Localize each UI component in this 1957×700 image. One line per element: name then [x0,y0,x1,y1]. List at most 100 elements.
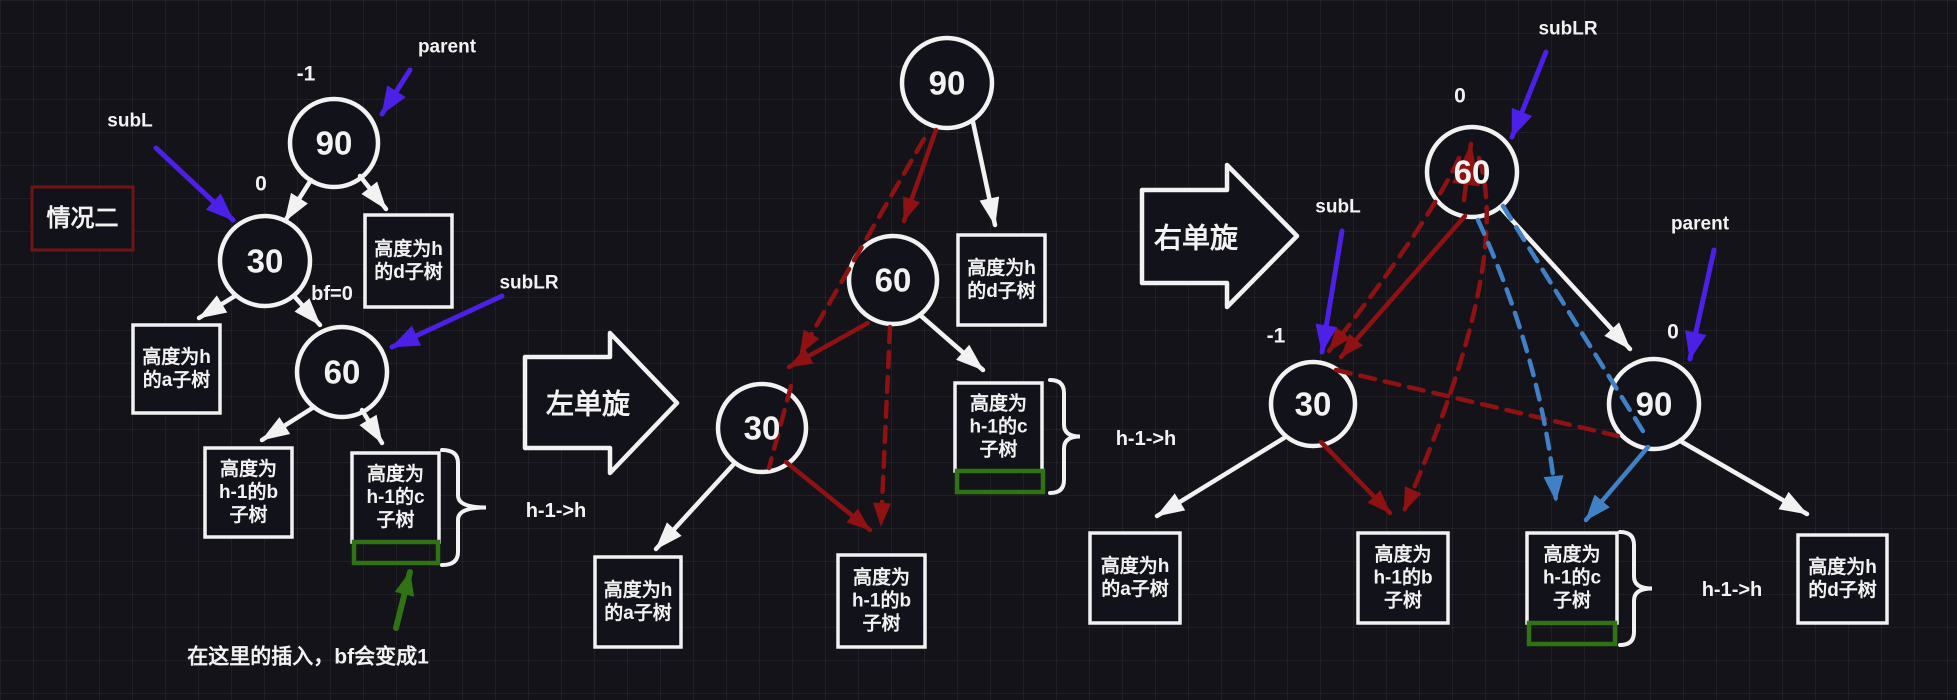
bf-label-right-30: -1 [1267,325,1286,348]
subtree-middle-a-text: 高度为h [604,578,673,601]
edge-left-30-60 [291,293,323,328]
subtree-middle-b [836,553,927,649]
edge-left-90-30 [282,177,314,224]
pointer-right-30-b [1318,439,1393,516]
arrow-insert-green [393,569,415,631]
brace-left [440,448,487,567]
edge-right-90-d [1679,439,1810,517]
subtree-left-b-text: h-1的b [219,480,278,503]
subtree-right-d-text: 高度为h [1808,555,1877,578]
node-left-60-value: 60 [324,354,361,391]
subtree-left-d-text: 高度为h [374,237,443,260]
subtree-left-a-text: 高度为h [142,345,211,368]
subtree-middle-a [593,555,683,649]
subtree-middle-d-text: 高度为h [967,256,1036,279]
arrow-subl-left [153,145,236,223]
parent-label-left: parent [418,37,477,58]
edge-left-60-c [359,407,385,446]
pointer-middle-60-30 [786,320,871,370]
rotate-left-arrow-label: 左单旋 [546,389,630,420]
node-middle-90-value: 90 [929,65,966,102]
subtree-left-c-text: 子树 [376,508,414,531]
pointer-right-rise-60-dashed [1452,141,1480,203]
bf-label-left-90: -1 [297,63,316,86]
parent-label-right: parent [1671,214,1730,235]
height-change-label-right: h-1->h [1702,579,1763,601]
pointer-right-90-c [1583,444,1651,523]
subtree-right-b-text: 子树 [1384,589,1422,612]
bf-label-right-90: 0 [1667,321,1679,344]
pointer-right-60-90-dashed [1500,203,1649,439]
subtree-left-c-text: 高度为 [367,462,424,485]
node-right-90-value: 90 [1636,386,1673,423]
rotate-right-arrow [1139,162,1300,310]
arrow-sublr-left [389,293,505,350]
subtree-left-b-text: 高度为 [220,457,277,480]
subtree-middle-d [956,233,1047,327]
subtree-left-d-text: 的d子树 [374,260,443,283]
subtree-right-d-text: 的d子树 [1808,578,1877,601]
subl-label-right: subL [1315,197,1361,218]
subtree-right-c-text: 子树 [1553,589,1591,612]
subtree-right-b-text: h-1的b [1373,566,1432,589]
subtree-middle-c [953,381,1044,473]
node-right-30-value: 30 [1295,386,1332,423]
subtree-middle-b-text: 子树 [862,612,900,635]
case-label-box [30,185,135,252]
node-left-90 [287,96,381,190]
subtree-left-b [203,446,294,539]
subtree-right-a [1088,531,1182,625]
node-middle-30-value: 30 [744,410,781,447]
pointer-right-60-c-dashed [1475,217,1564,504]
node-right-90 [1606,356,1702,452]
node-left-30-value: 30 [247,243,284,280]
subtree-right-c [1525,531,1619,625]
bf-label-right-60: 0 [1454,85,1466,108]
brace-right [1618,530,1653,647]
edge-middle-60-c [917,312,986,373]
subtree-middle-b-text: 高度为 [853,566,910,589]
edge-middle-30-a [653,462,736,552]
insert-annotation: 在这里的插入，bf会变成1 [187,645,429,669]
arrow-sublr-right [1509,49,1549,140]
arrow-subl-right [1315,228,1345,355]
node-middle-30 [715,381,809,475]
node-left-90-value: 90 [316,125,353,162]
height-change-label-middle: h-1->h [1116,428,1177,450]
node-middle-90 [899,35,995,131]
pointer-right-30-90-dashed [1333,367,1621,439]
subtree-left-c-text: h-1的c [366,485,425,508]
subtree-right-c-text: 高度为 [1543,543,1600,566]
pointer-middle-30-b [783,459,873,533]
subtree-middle-c-text: 高度为 [970,392,1027,415]
edge-left-30-a [196,293,238,321]
node-left-60 [294,324,390,420]
node-right-30 [1268,359,1358,449]
subtree-right-b-text: 高度为 [1374,543,1431,566]
subtree-right-a-text: 的a子树 [1101,577,1169,600]
pointer-right-60-30 [1338,213,1468,360]
subtree-left-a [131,323,222,415]
edge-right-30-a [1154,435,1287,519]
edge-left-60-b [259,404,317,443]
subtree-middle-c-text: 子树 [979,438,1017,461]
subtree-left-d [363,213,454,309]
pointer-middle-90-60 [901,127,939,224]
insert-slot-middle [954,468,1046,495]
subtree-right-c-text: h-1的c [1543,566,1602,589]
rotate-left-arrow [522,330,680,476]
subl-label-left: subL [107,111,153,132]
pointer-middle-60-b-dashed [873,324,893,529]
node-middle-60 [846,233,940,327]
bf-label-left-60: bf=0 [311,283,353,305]
edge-left-90-d [357,173,389,212]
node-left-30 [217,213,313,309]
sublr-label-right: subLR [1538,19,1597,40]
rotate-right-arrow-label: 右单旋 [1154,223,1238,254]
pointer-middle-90-30-dashed [797,136,927,357]
subtree-middle-d-text: 的d子树 [967,279,1036,302]
insert-slot-left [351,539,441,566]
node-middle-60-value: 60 [875,262,912,299]
